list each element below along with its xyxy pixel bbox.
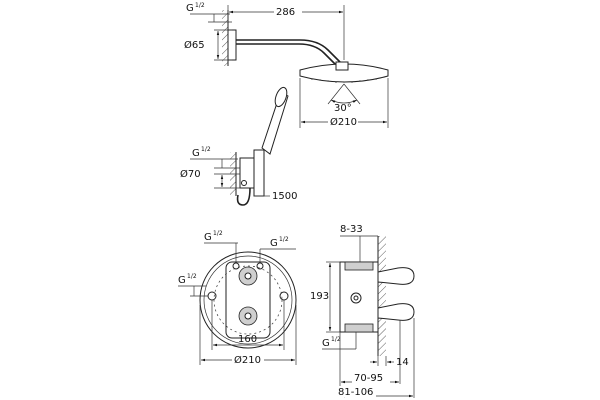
shower-arm [236,39,341,63]
mixer-side-view: 8-33 193 G 1/2 14 70-95 81-106 [310,224,415,398]
svg-text:1/2: 1/2 [187,273,197,280]
top-handle [377,267,415,285]
thread-label-hand: G [192,148,200,159]
flange-diameter-label: Ø65 [184,39,205,51]
mixer-body [225,261,271,339]
rough-in-circle [199,251,297,349]
rough-diameter-label: Ø210 [234,354,261,366]
range-1-label: 70-95 [354,373,383,384]
hand-shower-view: G 1/2 Ø70 1500 [180,86,297,206]
thread-frac-arm: 1/2 [195,2,205,9]
outlet-diameter-label: Ø70 [180,168,201,180]
mixer-front-view: G 1/2 G 1/2 G 1/2 160 Ø210 [178,230,297,366]
svg-text:1/2: 1/2 [279,236,289,243]
left-inlet [207,291,217,301]
svg-text:1/2: 1/2 [331,336,341,343]
bottom-handle [377,303,415,321]
thread-label-side: G [322,338,330,349]
thread-label-front-right: G [270,238,278,249]
head-diameter-label: Ø210 [330,116,357,128]
height-label: 193 [310,291,329,302]
svg-text:1/2: 1/2 [213,230,223,237]
wall-offset-label: 14 [396,357,409,368]
hand-shower-head [274,86,288,108]
hose [236,187,251,206]
depth-top-label: 8-33 [340,224,363,235]
spray-nozzles [311,78,377,83]
spray-angle-label: 30° [334,103,352,114]
wall-hatch [222,10,228,66]
arm-length-label: 286 [276,7,295,18]
thread-frac-hand: 1/2 [201,146,211,153]
thread-label-front-left: G [204,232,212,243]
thread-label-arm: G [186,3,194,14]
shower-arm-view: 30° 286 G 1/2 Ø65 Ø210 [184,2,389,128]
range-2-label: 81-106 [338,387,373,398]
shower-head [299,63,389,83]
side-wall-hatch [378,236,386,356]
hose-length-label: 1500 [272,191,297,202]
thread-label-front-side: G [178,275,186,286]
wall-flange [227,29,237,61]
spacing-label: 160 [238,334,257,345]
